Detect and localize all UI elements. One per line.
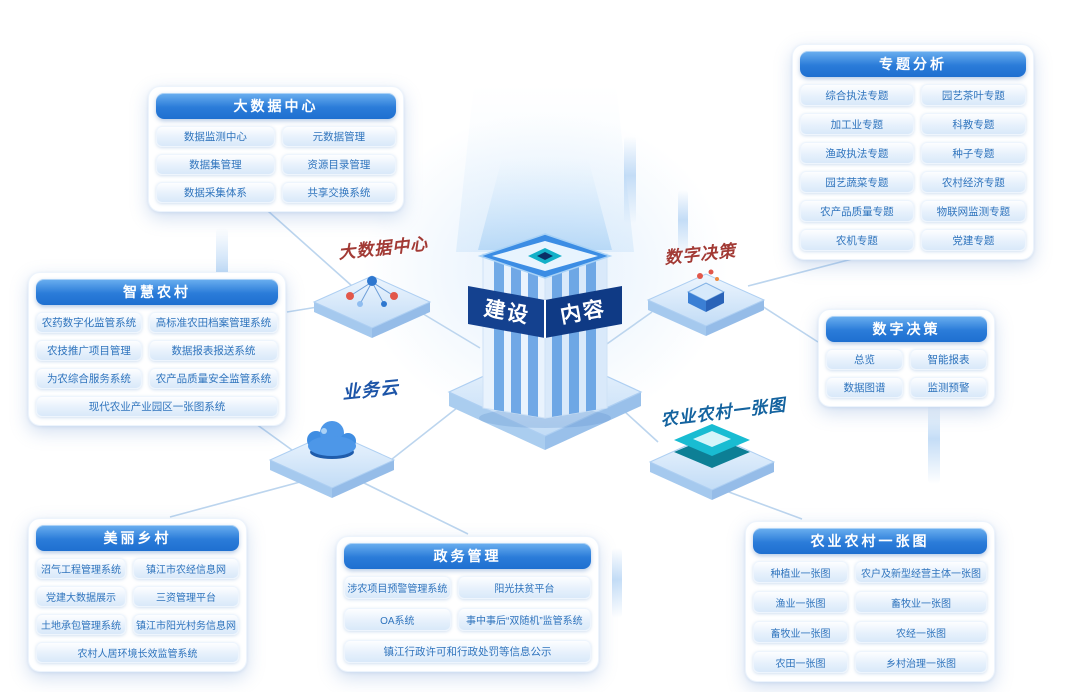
panel-bigdata-items: 数据监测中心 元数据管理 数据集管理 资源目录管理 数据采集体系 共享交换系统 <box>156 126 396 203</box>
decision-box-icon <box>686 269 726 312</box>
panel-smart-rural: 智慧农村 农药数字化监管系统 高标准农田档案管理系统 农技推广项目管理 数据报表… <box>28 272 286 426</box>
system-item[interactable]: 三资管理平台 <box>133 586 239 607</box>
panel-gov-affairs-title: 政务管理 <box>344 543 591 569</box>
system-item[interactable]: 阳光扶贫平台 <box>457 576 591 599</box>
panel-thematic-items: 综合执法专题 园艺茶叶专题 加工业专题 科教专题 渔政执法专题 种子专题 园艺蔬… <box>800 84 1026 251</box>
system-item[interactable]: 为农综合服务系统 <box>36 368 142 389</box>
system-item[interactable]: 共享交换系统 <box>281 182 396 203</box>
system-item[interactable]: 镇江行政许可和行政处罚等信息公示 <box>344 640 591 663</box>
center-building: 建设 内容 <box>468 233 622 428</box>
system-item[interactable]: 数据监测中心 <box>156 126 275 147</box>
connector-lines <box>169 210 857 535</box>
system-item[interactable]: 渔业一张图 <box>753 591 849 613</box>
panel-beautiful-village: 美丽乡村 沼气工程管理系统 镇江市农经信息网 党建大数据展示 三资管理平台 土地… <box>28 518 247 672</box>
map-layers-icon <box>674 424 750 468</box>
building-roof <box>477 233 613 279</box>
bg-bar <box>612 548 622 618</box>
system-item[interactable]: 监测预警 <box>910 377 987 398</box>
system-item[interactable]: OA系统 <box>344 608 451 631</box>
cloud-icon <box>307 421 356 459</box>
system-item[interactable]: 科教专题 <box>920 113 1026 135</box>
system-item[interactable]: 事中事后“双随机”监管系统 <box>457 608 591 631</box>
system-item[interactable]: 总览 <box>826 349 903 370</box>
system-item[interactable]: 农药数字化监管系统 <box>36 312 142 333</box>
system-item[interactable]: 农户及新型经营主体一张图 <box>855 561 987 583</box>
system-item[interactable]: 园艺茶叶专题 <box>920 84 1026 106</box>
system-item[interactable]: 数据报表报送系统 <box>148 340 278 361</box>
panel-beautiful-village-items: 沼气工程管理系统 镇江市农经信息网 党建大数据展示 三资管理平台 土地承包管理系… <box>36 558 239 663</box>
system-item[interactable]: 园艺蔬菜专题 <box>800 171 914 193</box>
system-item[interactable]: 乡村治理一张图 <box>855 651 987 673</box>
system-item[interactable]: 农产品质量安全监管系统 <box>148 368 278 389</box>
system-item[interactable]: 高标准农田档案管理系统 <box>148 312 278 333</box>
system-item[interactable]: 物联网监测专题 <box>920 200 1026 222</box>
system-item[interactable]: 畜牧业一张图 <box>855 591 987 613</box>
system-item[interactable]: 种子专题 <box>920 142 1026 164</box>
system-item[interactable]: 综合执法专题 <box>800 84 914 106</box>
system-item[interactable]: 畜牧业一张图 <box>753 621 849 643</box>
system-item[interactable]: 镇江市农经信息网 <box>133 558 239 579</box>
system-item[interactable]: 沼气工程管理系统 <box>36 558 127 579</box>
system-item[interactable]: 党建专题 <box>920 229 1026 251</box>
panel-agri-onemap: 农业农村一张图 种植业一张图 农户及新型经营主体一张图 渔业一张图 畜牧业一张图… <box>745 521 995 682</box>
panel-bigdata-title: 大数据中心 <box>156 93 396 119</box>
building-banner: 建设 内容 <box>468 286 622 338</box>
panel-gov-affairs-items: 涉农项目预警管理系统 阳光扶贫平台 OA系统 事中事后“双随机”监管系统 镇江行… <box>344 576 591 663</box>
system-item[interactable]: 农经一张图 <box>855 621 987 643</box>
panel-digital-decision-title: 数字决策 <box>826 316 987 342</box>
system-item[interactable]: 种植业一张图 <box>753 561 849 583</box>
system-item[interactable]: 镇江市阳光村务信息网 <box>133 614 239 635</box>
panel-beautiful-village-title: 美丽乡村 <box>36 525 239 551</box>
cloud-platform <box>268 431 396 498</box>
bg-bar <box>928 402 940 484</box>
system-item[interactable]: 智能报表 <box>910 349 987 370</box>
system-item[interactable]: 数据集管理 <box>156 154 275 175</box>
system-item[interactable]: 涉农项目预警管理系统 <box>344 576 451 599</box>
bigdata-platform <box>312 275 432 338</box>
panel-thematic-title: 专题分析 <box>800 51 1026 77</box>
system-item[interactable]: 农村人居环境长效监管系统 <box>36 642 239 663</box>
system-item[interactable]: 农产品质量专题 <box>800 200 914 222</box>
system-item[interactable]: 党建大数据展示 <box>36 586 127 607</box>
bg-bar <box>678 190 688 256</box>
system-item[interactable]: 数据采集体系 <box>156 182 275 203</box>
light-beam <box>478 158 612 250</box>
panel-smart-rural-items: 农药数字化监管系统 高标准农田档案管理系统 农技推广项目管理 数据报表报送系统 … <box>36 312 278 417</box>
system-item[interactable]: 农技推广项目管理 <box>36 340 142 361</box>
bigdata-network-icon <box>346 276 398 307</box>
panel-digital-decision: 数字决策 总览 智能报表 数据图谱 监测预警 <box>818 309 995 407</box>
system-item[interactable]: 元数据管理 <box>281 126 396 147</box>
system-item[interactable]: 数据图谱 <box>826 377 903 398</box>
system-item[interactable]: 加工业专题 <box>800 113 914 135</box>
panel-smart-rural-title: 智慧农村 <box>36 279 278 305</box>
system-item[interactable]: 土地承包管理系统 <box>36 614 127 635</box>
panel-bigdata: 大数据中心 数据监测中心 元数据管理 数据集管理 资源目录管理 数据采集体系 共… <box>148 86 404 212</box>
panel-agri-onemap-items: 种植业一张图 农户及新型经营主体一张图 渔业一张图 畜牧业一张图 畜牧业一张图 … <box>753 561 987 673</box>
system-item[interactable]: 渔政执法专题 <box>800 142 914 164</box>
system-item[interactable]: 农田一张图 <box>753 651 849 673</box>
system-item[interactable]: 资源目录管理 <box>281 154 396 175</box>
system-item[interactable]: 农村经济专题 <box>920 171 1026 193</box>
panel-agri-onemap-title: 农业农村一张图 <box>753 528 987 554</box>
system-item[interactable]: 农机专题 <box>800 229 914 251</box>
panel-digital-decision-items: 总览 智能报表 数据图谱 监测预警 <box>826 349 987 398</box>
panel-gov-affairs: 政务管理 涉农项目预警管理系统 阳光扶贫平台 OA系统 事中事后“双随机”监管系… <box>336 536 599 672</box>
system-item[interactable]: 现代农业产业园区一张图系统 <box>36 396 278 417</box>
panel-thematic-analysis: 专题分析 综合执法专题 园艺茶叶专题 加工业专题 科教专题 渔政执法专题 种子专… <box>792 44 1034 260</box>
